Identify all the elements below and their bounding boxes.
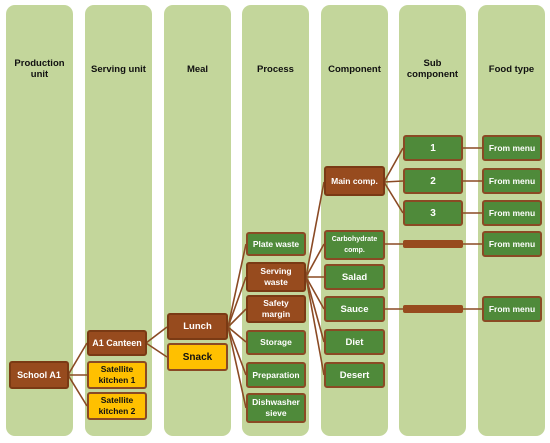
node-safety-margin: Safety margin	[246, 295, 306, 323]
link-lunch-platewaste	[227, 243, 247, 328]
column-title-process: Process	[257, 64, 294, 75]
node-food-type-3: From menu	[482, 200, 542, 226]
link-main-sub2	[383, 180, 404, 183]
node-main-comp: Main comp.	[324, 166, 385, 196]
link-school-canteen	[67, 342, 88, 376]
link-lunch-servingwaste	[227, 276, 247, 328]
link-lunch-dishwasher	[227, 326, 247, 409]
link-lunch-preparation	[227, 326, 247, 376]
node-satellite-kitchen-2: Satellite kitchen 2	[87, 392, 147, 420]
link-canteen-lunch	[145, 326, 168, 344]
sub-component-bar-sauce	[403, 305, 463, 313]
node-diet: Diet	[324, 329, 385, 355]
sub-component-bar-carbohydrate	[403, 240, 463, 248]
node-dishwasher-sieve: Dishwasher sieve	[246, 393, 306, 423]
node-preparation: Preparation	[246, 362, 306, 388]
link-serving-desert	[305, 276, 325, 376]
node-carbohydrate-comp: Carbohydrate comp.	[324, 230, 385, 260]
node-food-type-4: From menu	[482, 231, 542, 257]
node-desert: Desert	[324, 362, 385, 388]
link-school-satellite2	[67, 374, 88, 407]
column-title-food-type: Food type	[488, 64, 535, 75]
node-sub-component-1: 1	[403, 135, 463, 161]
node-serving-waste: Serving waste	[246, 262, 306, 292]
column-title-component: Component	[328, 64, 381, 75]
column-title-meal: Meal	[186, 64, 209, 75]
column-title-serving-unit: Serving unit	[91, 64, 146, 75]
link-lunch-storage	[227, 326, 247, 343]
node-plate-waste: Plate waste	[246, 232, 306, 256]
link-canteen-snack	[145, 342, 168, 358]
column-title-production-unit: Production unit	[14, 58, 65, 80]
node-snack: Snack	[167, 343, 228, 371]
column-title-sub-component: Sub component	[406, 58, 459, 80]
link-main-sub1	[383, 147, 404, 183]
node-lunch: Lunch	[167, 313, 228, 340]
node-satellite-kitchen-1: Satellite kitchen 1	[87, 361, 147, 389]
node-food-type-1: From menu	[482, 135, 542, 161]
node-food-type-5: From menu	[482, 296, 542, 322]
link-serving-carb	[305, 243, 325, 278]
node-school-a1: School A1	[9, 361, 69, 389]
node-salad: Salad	[324, 264, 385, 290]
node-food-type-2: From menu	[482, 168, 542, 194]
link-main-sub3	[383, 181, 404, 214]
link-serving-diet	[305, 276, 325, 343]
link-serving-sauce	[305, 276, 325, 310]
link-lunch-safetymargin	[227, 308, 247, 328]
node-storage: Storage	[246, 330, 306, 355]
node-sauce: Sauce	[324, 296, 385, 322]
node-sub-component-3: 3	[403, 200, 463, 226]
node-a1-canteen: A1 Canteen	[87, 330, 147, 356]
link-serving-main	[305, 181, 325, 278]
node-sub-component-2: 2	[403, 168, 463, 194]
